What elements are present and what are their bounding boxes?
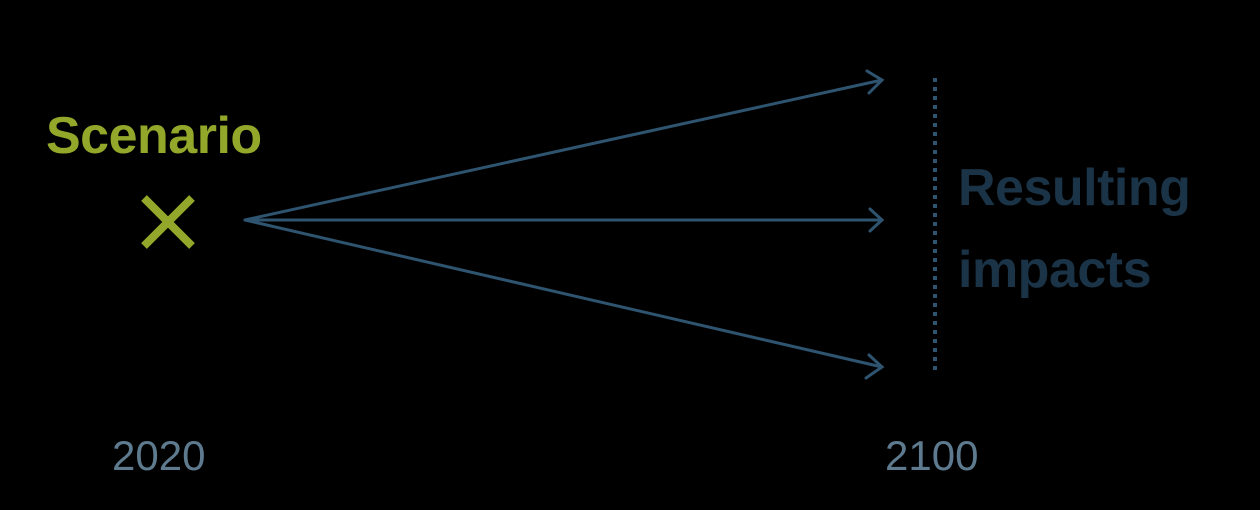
x-marker-icon bbox=[141, 195, 195, 249]
arrow-middle bbox=[243, 207, 885, 233]
start-year-label: 2020 bbox=[112, 432, 206, 479]
resulting-impacts-label-line2: impacts bbox=[958, 241, 1152, 299]
end-year-label: 2100 bbox=[885, 432, 979, 479]
arrow-upper bbox=[243, 69, 885, 222]
arrow-lower bbox=[243, 218, 885, 380]
scenario-label: Scenario bbox=[46, 107, 262, 165]
resulting-impacts-label-line1: Resulting bbox=[958, 159, 1191, 217]
